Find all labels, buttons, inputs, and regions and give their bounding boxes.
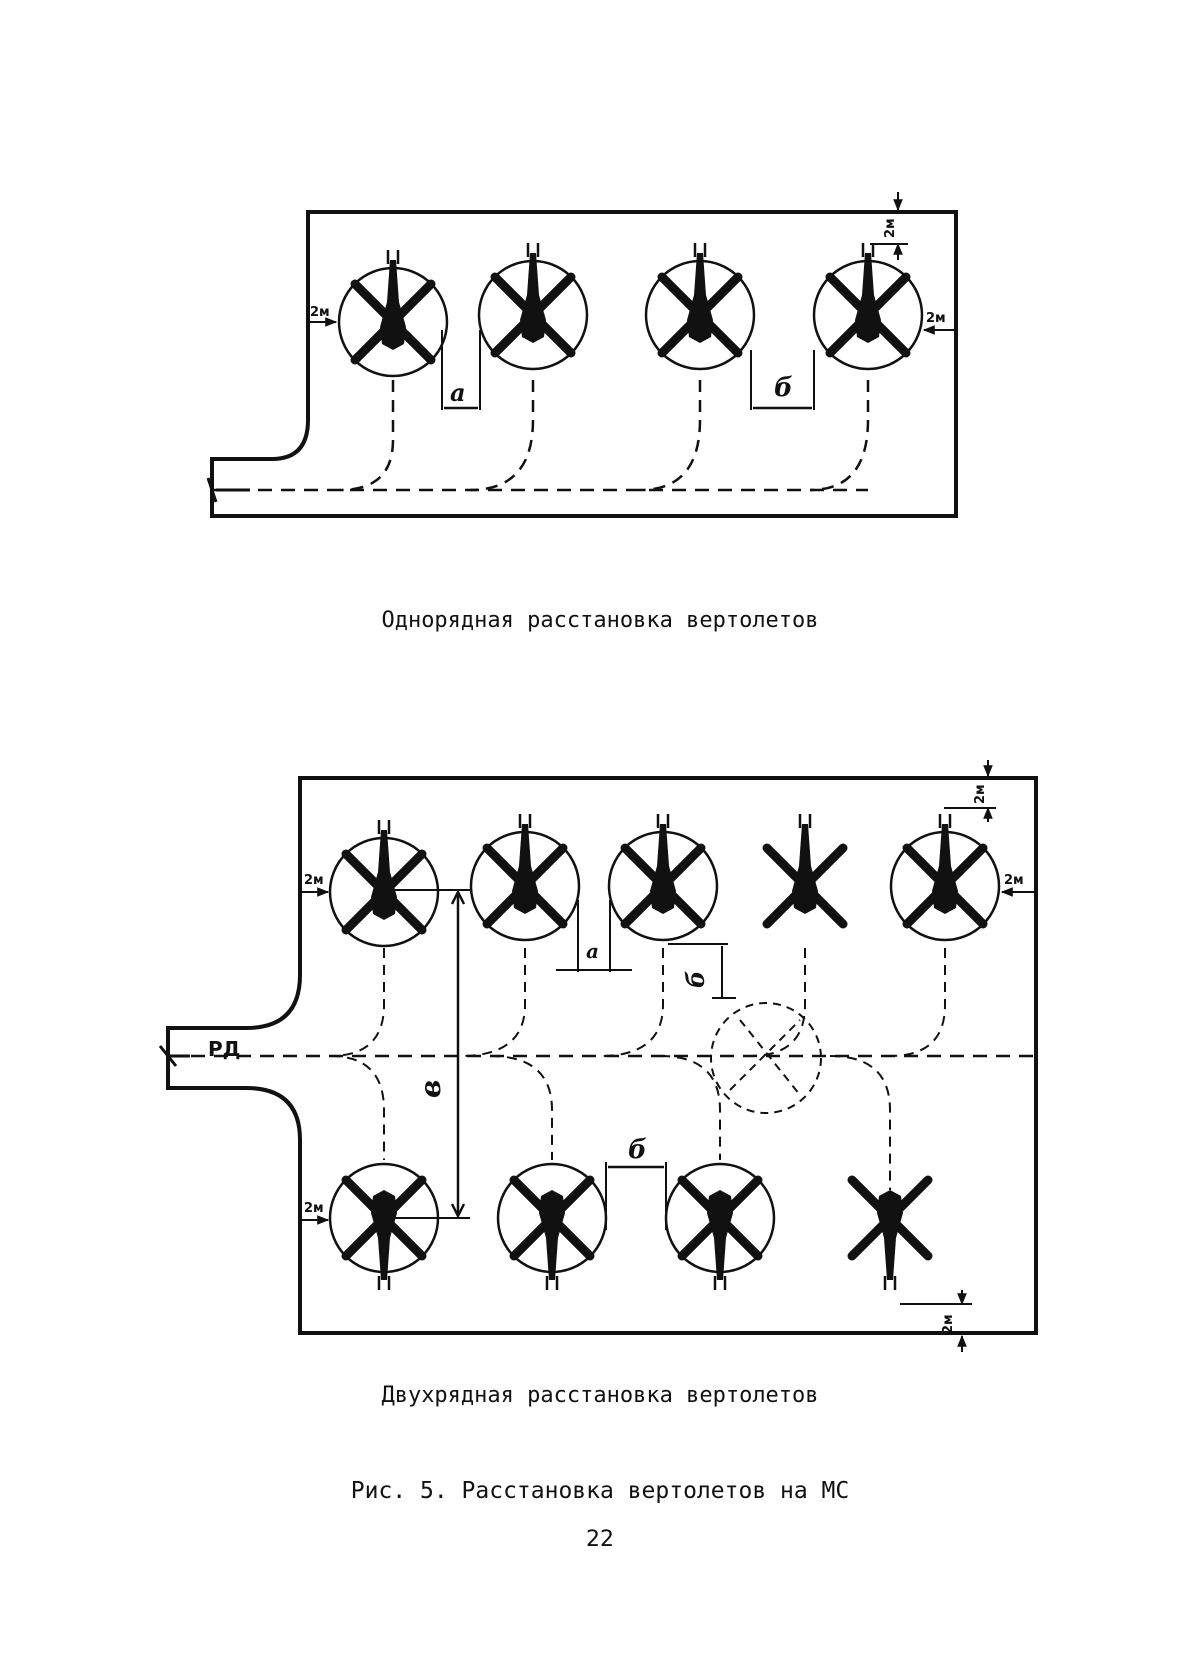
double-row-diagram: РД в: [158, 760, 1038, 1352]
single-row-caption: Однорядная расстановка вертолетов: [381, 608, 819, 633]
bottom-taxi-path-4: [829, 1055, 891, 1190]
svg-text:б: б: [628, 1135, 647, 1165]
taxi-path-4: [809, 380, 870, 492]
bottom-helicopter-4: [852, 1180, 928, 1290]
spacing-a-dimension: а: [441, 330, 481, 410]
top-helicopter-4: [767, 814, 843, 924]
bottom-taxi-path-2: [489, 1055, 553, 1160]
single-row-parking-outline: [210, 210, 958, 518]
spacing-b-dimension: б: [750, 350, 815, 410]
figure-caption: Рис. 5. Расстановка вертолетов на МС: [350, 1478, 850, 1504]
top-taxi-path-5: [889, 948, 946, 1057]
clearance-left-top: 2м: [302, 873, 330, 897]
top-taxi-path-4: [749, 948, 806, 1057]
bottom-helicopter-1: [330, 1164, 438, 1290]
turning-circle: [710, 1002, 822, 1114]
spacing-b-dimension-top: б: [668, 943, 736, 999]
page-number: 22: [586, 1527, 614, 1552]
double-row-parking-outline: [166, 776, 1038, 1335]
taxi-path-2: [469, 380, 535, 492]
helicopter-2: [479, 243, 587, 369]
svg-text:2м: 2м: [310, 305, 330, 320]
svg-text:2м: 2м: [304, 873, 324, 888]
top-helicopter-2: [471, 814, 579, 940]
svg-text:2м: 2м: [926, 311, 946, 326]
svg-text:а: а: [450, 378, 466, 407]
taxi-path-3: [639, 380, 702, 492]
turning-circle-rotor: [729, 1019, 801, 1096]
bottom-taxi-path-1: [329, 1055, 385, 1160]
svg-text:2м: 2м: [941, 1314, 956, 1334]
helicopter-3: [646, 243, 754, 369]
clearance-left: 2м: [310, 305, 338, 327]
svg-text:2м: 2м: [304, 1201, 324, 1216]
clearance-right: 2м: [922, 311, 954, 335]
top-helicopter-3: [609, 814, 717, 940]
clearance-right-top: 2м: [1000, 873, 1034, 897]
bottom-taxi-path-3: [659, 1055, 721, 1160]
single-row-entry-arrow: [206, 477, 250, 503]
double-row-caption: Двухрядная расстановка вертолетов: [381, 1383, 819, 1408]
top-helicopter-5: [891, 814, 999, 940]
spacing-b-dimension-bottom: б: [605, 1135, 667, 1230]
clearance-top: 2м: [870, 192, 908, 260]
svg-text:а: а: [586, 939, 599, 963]
clearance-left-bottom: 2м: [302, 1201, 330, 1225]
clearance-bottom-right: 2м: [900, 1290, 972, 1352]
bottom-helicopter-3: [666, 1164, 774, 1290]
clearance-top-right: 2м: [944, 760, 996, 822]
spacing-a-dimension-double: а: [556, 900, 632, 972]
svg-text:РД: РД: [208, 1037, 240, 1061]
top-taxi-path-3: [599, 948, 664, 1057]
svg-text:2м: 2м: [973, 784, 988, 804]
top-taxi-path-1: [329, 948, 385, 1057]
bottom-helicopter-2: [498, 1164, 606, 1290]
taxi-path-1: [339, 380, 395, 492]
svg-text:б: б: [681, 971, 710, 988]
helicopter-1: [339, 250, 447, 376]
top-taxi-path-2: [459, 948, 526, 1057]
single-row-diagram: а б 2м 2м 2м: [206, 192, 958, 518]
svg-text:б: б: [774, 373, 793, 403]
svg-text:в: в: [414, 1080, 447, 1098]
helicopter-4: [814, 243, 922, 369]
svg-text:2м: 2м: [1004, 873, 1024, 888]
spacing-v-dimension: в: [384, 889, 470, 1219]
svg-text:2м: 2м: [883, 218, 898, 238]
top-helicopter-1: [330, 820, 438, 946]
